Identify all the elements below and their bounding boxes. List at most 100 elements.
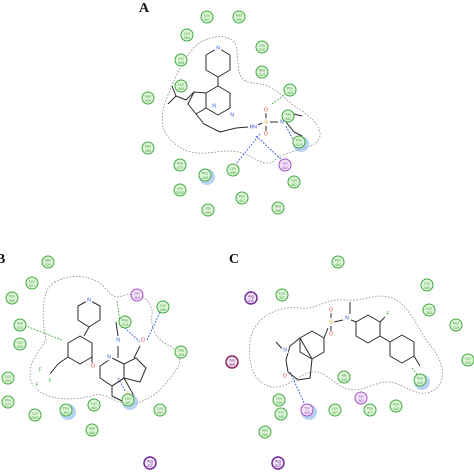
residue-number: 419 <box>417 381 423 385</box>
atom-background <box>214 44 222 52</box>
atom-background <box>36 366 44 374</box>
residue-number: 487 <box>279 296 285 300</box>
atom-label: N <box>107 354 111 360</box>
atom-label: F <box>38 367 41 373</box>
residue-number: 529 <box>45 263 51 267</box>
atom-label: F <box>35 382 38 388</box>
residue-circle <box>198 168 212 182</box>
atom-label: O <box>329 307 333 313</box>
residue-number: 497 <box>332 411 338 415</box>
residue-circle <box>232 10 246 24</box>
residue-circle <box>1 395 15 409</box>
residue-number: 419 <box>122 323 128 327</box>
residue-number: 466 <box>275 209 281 213</box>
residue-label: Leu <box>276 397 282 401</box>
residue-label: Leu <box>177 187 183 191</box>
residue-circle <box>130 288 144 302</box>
hbond-a-ser462 <box>255 135 283 161</box>
atom-background <box>46 377 54 385</box>
pocket-outline-b <box>29 275 181 405</box>
atom-background <box>139 336 147 344</box>
residue-label: Phe <box>177 162 183 166</box>
residue-number: 463 <box>9 299 15 303</box>
residue-label: Ala <box>285 113 290 117</box>
panel-letter-c: C <box>229 252 239 267</box>
hbond-b-leu456 <box>146 311 161 341</box>
atom-label: N <box>345 315 349 321</box>
residue-number: 483 <box>426 311 432 315</box>
residue-number: 465 <box>278 415 284 419</box>
residue-number: 466 <box>262 433 268 437</box>
residue-number: 462 <box>358 399 364 403</box>
residue-number: 468 <box>145 149 151 153</box>
atom-label: N <box>87 297 91 303</box>
residue-label: Leu <box>184 32 190 36</box>
residue-circle <box>200 10 214 24</box>
residue-number: 468 <box>89 431 95 435</box>
residue-circle <box>141 141 155 155</box>
hbond-a-phe419 <box>285 125 294 141</box>
residue-circle <box>449 318 463 332</box>
residue-circle <box>278 158 292 172</box>
residue-number: 513 <box>17 326 23 330</box>
residue-circle <box>180 28 194 42</box>
residue-circle <box>121 393 135 407</box>
residue-circle <box>300 403 314 417</box>
residue-label: Leu <box>160 304 166 308</box>
residue-circle <box>413 373 427 387</box>
atom-background <box>262 130 270 138</box>
atom-background <box>327 306 335 314</box>
ligand-b <box>49 299 147 403</box>
residue-number: 527 <box>29 284 35 288</box>
residue-label: Phe <box>296 139 302 143</box>
panel-letter-b: B <box>0 252 5 267</box>
pocket-outline-a <box>161 36 321 164</box>
atom-background <box>210 102 218 110</box>
residue-label: Leu <box>332 407 338 411</box>
residue-label: Thr <box>304 407 310 411</box>
residue-number: 456 <box>230 171 236 175</box>
residue-label: Leu <box>424 282 430 286</box>
residue-number: 462 <box>134 296 140 300</box>
residue-label: Ala <box>341 374 346 378</box>
atom-label: HN <box>250 124 258 130</box>
residue-number: 483 <box>287 91 293 95</box>
residue-number: 528 <box>178 61 184 65</box>
residue-circle <box>272 393 286 407</box>
panel-letter-a: A <box>139 1 150 16</box>
residue-number: 444 <box>285 117 291 121</box>
residue-label: Phe <box>287 87 293 91</box>
hbond-b-phe419 <box>124 327 141 343</box>
residue-label: Met <box>45 259 51 263</box>
residue-number: 510 <box>275 464 281 468</box>
atom-label: O <box>91 363 95 369</box>
residue-label: Phe <box>5 399 11 403</box>
residue-label: Leu <box>157 407 163 411</box>
residue-number: 435 <box>304 411 310 415</box>
residue-number: 504 <box>184 36 190 40</box>
residues: Leu507Met496Leu504Leu528Leu480Met529Met5… <box>1 10 474 470</box>
residue-label: Phe <box>335 259 341 263</box>
residue-label: Phe <box>122 319 128 323</box>
